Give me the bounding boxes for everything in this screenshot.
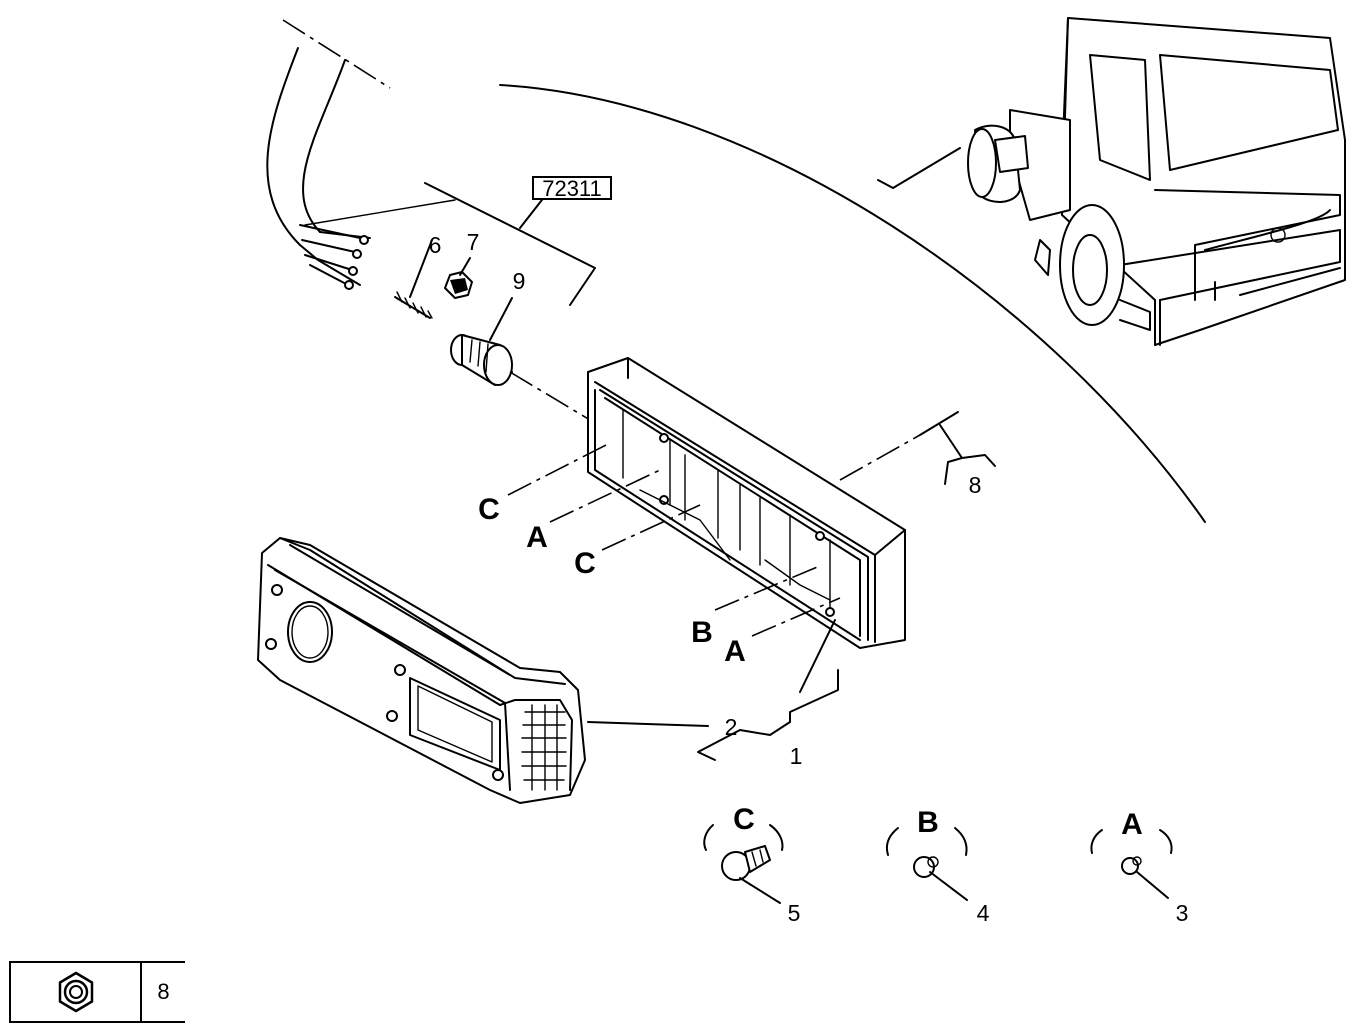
housing-letter-c-middle: C (574, 547, 596, 580)
detail-pointer-lines (877, 147, 961, 189)
bulb-b: B 4 (885, 806, 990, 926)
part-number-8: 8 (969, 472, 982, 498)
reference-box-frame (532, 176, 612, 200)
bulb-letter-a: A (1121, 808, 1143, 841)
detail-boundary-arc (499, 84, 1206, 523)
part-1-bracket: 1 (697, 619, 839, 769)
part-number-3: 3 (1176, 900, 1189, 926)
part-7-cap: 7 (444, 229, 480, 299)
part-number-4: 4 (977, 900, 990, 926)
bulb-letter-b: B (917, 806, 939, 839)
wiring-harness (266, 19, 456, 290)
reference-box-label: 72311 (542, 176, 602, 201)
hex-nut-icon (58, 971, 93, 1013)
part-number-5: 5 (788, 900, 801, 926)
legend-table: 8 (9, 961, 185, 1023)
legend-icon-cell (11, 963, 142, 1021)
housing-letter-c-upper: C (478, 493, 500, 526)
reference-bracket: 72311 (424, 176, 612, 306)
bulb-a: A 3 (1090, 808, 1189, 926)
part-number-6: 6 (429, 232, 442, 258)
truck-illustration (967, 17, 1346, 346)
part-6-terminal: 6 (394, 232, 442, 319)
bulb-c: C 5 (703, 803, 801, 926)
lamp-lens: 2 (257, 537, 737, 804)
part-number-9: 9 (513, 268, 526, 294)
lamp-housing (507, 357, 959, 649)
part-8-bracket: 8 (939, 424, 996, 498)
housing-letter-a-upper: A (526, 521, 548, 554)
legend-quantity: 8 (157, 979, 170, 1004)
part-number-7: 7 (467, 229, 480, 255)
bulb-letter-c: C (733, 803, 755, 836)
part-number-1: 1 (790, 743, 803, 769)
part-9-connector: 9 (450, 268, 591, 421)
housing-letter-b-lower: B (691, 616, 713, 649)
housing-letter-a-lower: A (724, 635, 746, 668)
